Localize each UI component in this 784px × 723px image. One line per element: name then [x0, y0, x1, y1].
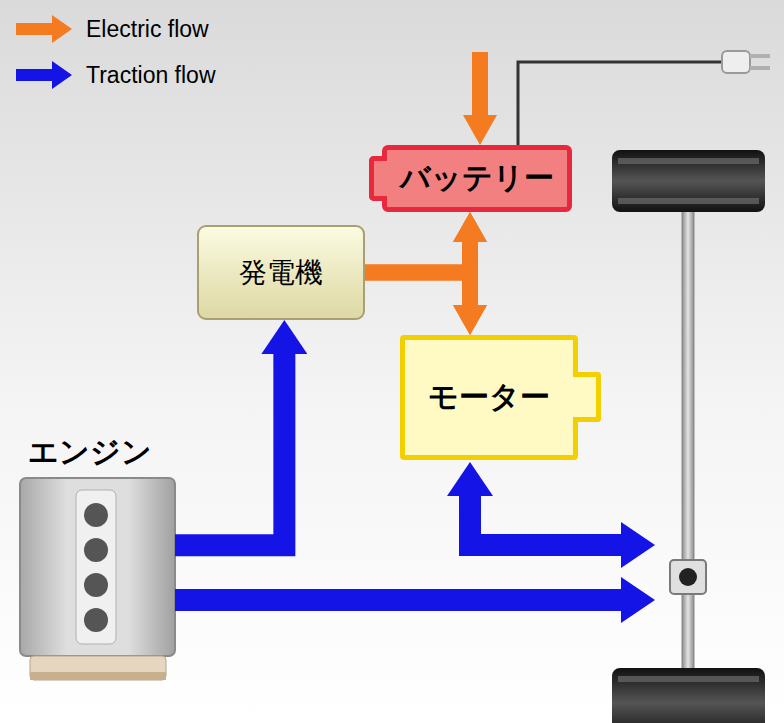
- flow-arrow: [462, 242, 478, 305]
- legend-text: Electric flow: [86, 16, 209, 43]
- node-label: 発電機: [239, 254, 323, 292]
- node-label: モーター: [428, 377, 550, 418]
- axle: [682, 198, 694, 678]
- battery-box: バッテリー: [382, 145, 572, 212]
- legend: Electric flowTraction flow: [14, 6, 216, 98]
- power-cord: [518, 62, 722, 146]
- flow-arrow: [365, 273, 470, 306]
- engine-node: エンジン: [20, 428, 175, 680]
- charge-arrow: [472, 52, 488, 115]
- node-label: エンジン: [28, 432, 152, 473]
- legend-swatch: [16, 15, 72, 43]
- legend-arrow: [14, 14, 74, 44]
- engine-illustration: [20, 478, 175, 680]
- traction-arrow: [470, 496, 621, 545]
- legend-swatch: [16, 61, 72, 89]
- legend-row: Traction flow: [14, 52, 216, 98]
- motor-box: モーター: [400, 335, 578, 460]
- battery-terminal: [369, 156, 387, 201]
- legend-arrow: [14, 60, 74, 90]
- traction-arrow: [175, 589, 621, 611]
- legend-row: Electric flow: [14, 6, 216, 52]
- legend-text: Traction flow: [86, 62, 216, 89]
- flow-arrow: [175, 354, 284, 545]
- node-label: バッテリー: [400, 158, 554, 199]
- plug-icon: [722, 51, 770, 73]
- wheel: [612, 150, 765, 212]
- generator-box: 発電機: [197, 225, 365, 320]
- wheel: [612, 668, 765, 723]
- motor-shaft-housing: [573, 372, 601, 422]
- differential: [670, 560, 706, 594]
